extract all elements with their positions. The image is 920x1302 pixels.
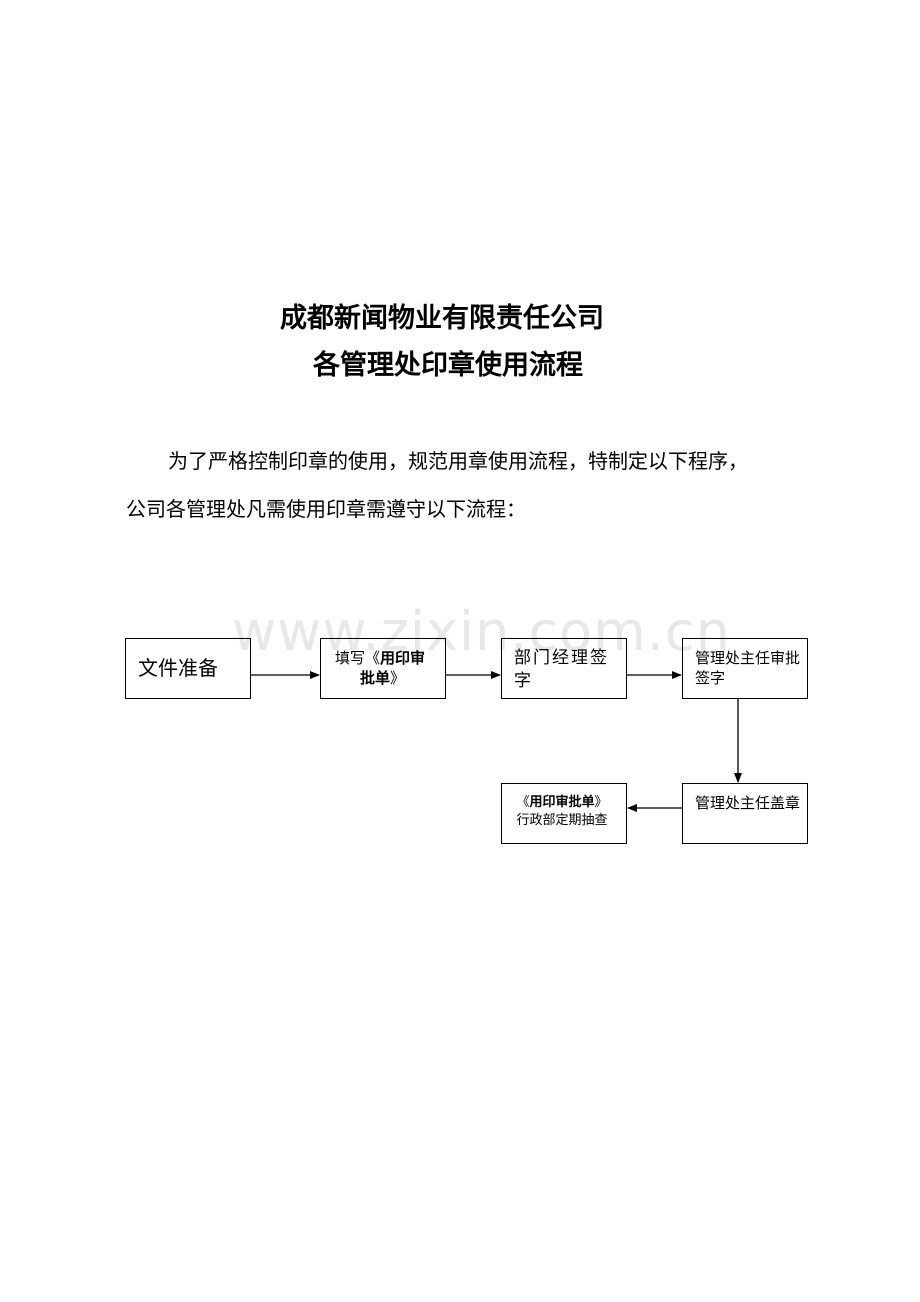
- flow-step-label: 文件准备: [138, 656, 218, 680]
- flow-step-label-suffix: 》: [390, 669, 406, 688]
- flow-step-file-preparation: 文件准备: [125, 638, 251, 699]
- flow-step-label-prefix: 填写《: [335, 649, 381, 667]
- flow-step-label-bold: 用印审: [380, 649, 426, 667]
- flow-step-admin-spot-check: 《用印审批单》 行政部定期抽查: [501, 783, 627, 844]
- flow-step-label: 部门经理签字: [514, 648, 609, 691]
- document-title: 成都新闻物业有限责任公司: [280, 303, 604, 334]
- intro-paragraph-line-2: 公司各管理处凡需使用印章需遵守以下流程：: [126, 497, 526, 521]
- flow-step-director-stamp: 管理处主任盖章: [682, 783, 808, 844]
- flow-step-label-close: 》: [594, 795, 608, 810]
- flow-step-label: 管理处主任盖章: [695, 794, 801, 812]
- flow-step-dept-manager-sign: 部门经理签字: [501, 638, 627, 699]
- flow-step-director-approve-sign: 管理处主任审批签字: [682, 638, 808, 699]
- watermark: www.zixin.com.cn: [232, 600, 731, 663]
- flow-step-label: 管理处主任审批签字: [695, 649, 801, 688]
- flow-step-fill-approval-form: 填写《用印审 批单》: [320, 638, 446, 699]
- flow-step-label-bold-2: 批单: [360, 669, 391, 688]
- flow-step-label-line2: 行政部定期抽查: [516, 812, 608, 828]
- flow-step-label-bold: 用印审批单: [529, 795, 595, 810]
- flow-step-label-open: 《: [516, 795, 530, 810]
- document-subtitle: 各管理处印章使用流程: [313, 350, 583, 381]
- intro-paragraph-line-1: 为了严格控制印章的使用，规范用章使用流程，特制定以下程序，: [168, 449, 748, 473]
